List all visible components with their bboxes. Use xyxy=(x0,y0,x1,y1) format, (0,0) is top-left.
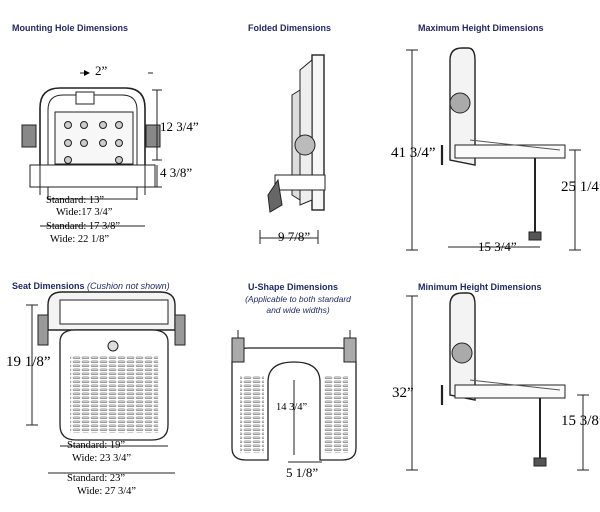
min-height-title: Minimum Height Dimensions xyxy=(418,282,542,292)
seat-title: Seat Dimensions (Cushion not shown) xyxy=(12,281,170,291)
ushape-drawing xyxy=(231,330,357,463)
seat-drawing xyxy=(26,291,186,474)
folded-drawing xyxy=(259,54,326,244)
seat-standard-label: Standard: 19” xyxy=(67,440,126,451)
mounting-title: Mounting Hole Dimensions xyxy=(12,23,128,33)
mounting-upper-height-label: 12 3/4” xyxy=(160,119,199,134)
ushape-subtitle-line1: (Applicable to both standard xyxy=(245,294,351,304)
seat-title-main: Seat Dimensions xyxy=(12,281,85,291)
mounting-frame-wide-label: Wide: 22 1/8” xyxy=(50,234,110,245)
outer-standard-label: Standard: 23” xyxy=(67,473,126,484)
mounting-lower-height-label: 4 3/8” xyxy=(160,165,193,180)
folded-title: Folded Dimensions xyxy=(248,23,332,33)
mounting-top-width-label: 2” xyxy=(95,63,108,78)
seat-depth-label: 19 1/8” xyxy=(6,354,51,370)
max-seat-height-label: 25 1/4” xyxy=(561,179,600,195)
max-overall-height-label: 41 3/4” xyxy=(391,145,436,161)
mounting-back-wide-label: Wide:17 3/4” xyxy=(56,207,113,218)
max-height-drawing xyxy=(406,47,581,251)
mounting-back-standard-label: Standard: 13” xyxy=(46,195,105,206)
outer-wide-label: Wide: 27 3/4” xyxy=(77,486,137,497)
seat-title-note: (Cushion not shown) xyxy=(87,281,170,291)
folded-depth-label: 9 7/8” xyxy=(278,229,311,244)
ushape-width-label: 5 1/8” xyxy=(286,465,319,480)
ushape-depth-label: 14 3/4” xyxy=(276,402,308,413)
ushape-subtitle-line2: and wide widths) xyxy=(266,305,330,315)
ushape-subtitle: (Applicable to both standard and wide wi… xyxy=(228,294,368,316)
ushape-title: U-Shape Dimensions xyxy=(248,282,339,292)
mounting-drawing xyxy=(21,70,162,227)
mounting-frame-standard-label: Standard: 17 3/8” xyxy=(46,221,121,232)
min-height-drawing xyxy=(406,292,589,471)
seat-wide-label: Wide: 23 3/4” xyxy=(72,453,132,464)
max-height-title: Maximum Height Dimensions xyxy=(418,23,544,33)
max-depth-label: 15 3/4” xyxy=(478,239,517,254)
min-overall-height-label: 32” xyxy=(392,385,414,401)
min-seat-height-label: 15 3/8” xyxy=(561,413,600,429)
